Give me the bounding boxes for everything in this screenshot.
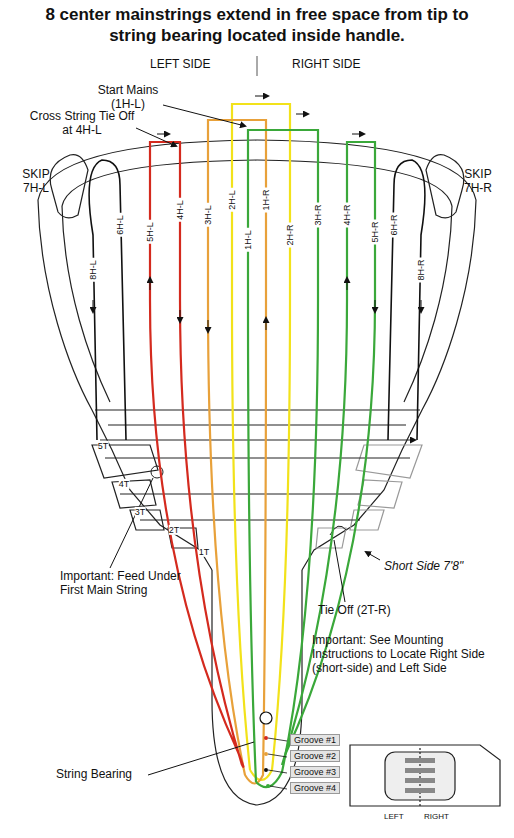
groove-label: Groove #4 (290, 782, 340, 794)
side-label: LEFT SIDE (150, 58, 210, 72)
callout-note: String Bearing (56, 768, 132, 782)
hole-label: 4H-L (175, 198, 185, 222)
callout-note: Short Side 7'8" (384, 560, 463, 574)
hole-label: 5H-R (370, 219, 380, 244)
hole-label: 5H-L (145, 220, 155, 244)
skip-label: SKIP 7H-L (14, 168, 58, 196)
hole-label: 2H-L (227, 188, 237, 212)
hole-label: 6H-L (115, 213, 125, 237)
groove-label: Groove #2 (290, 750, 340, 762)
hole-label: 8H-R (416, 257, 426, 282)
hole-label: 8H-L (88, 258, 98, 282)
hole-label: 6H-R (389, 212, 399, 237)
throat-hole-label: 1T (199, 547, 210, 557)
callout-note: Start Mains (1H-L) (92, 84, 164, 112)
groove-label: Groove #1 (290, 734, 340, 746)
side-label: RIGHT SIDE (292, 58, 360, 72)
important-note: Important: See Mounting Instructions to … (312, 634, 508, 675)
throat-hole-label: 2T (169, 525, 180, 535)
hole-label: 1H-L (243, 228, 253, 252)
diagram-title: 8 center mainstrings extend in free spac… (27, 4, 487, 47)
callout-note: Tie Off (2T-R) (318, 604, 391, 618)
inset-label: RIGHT (424, 812, 449, 821)
hole-label: 4H-R (342, 202, 352, 227)
callout-note: Cross String Tie Off at 4H-L (28, 110, 136, 138)
hole-label: 2H-R (285, 222, 295, 247)
throat-hole-label: 5T (98, 441, 109, 451)
throat-hole-label: 4T (119, 479, 130, 489)
groove-label: Groove #3 (290, 766, 340, 778)
inset-label: LEFT (384, 812, 404, 821)
important-note: Important: Feed Under First Main String (60, 570, 190, 598)
throat-hole-label: 3T (135, 507, 146, 517)
hole-label: 3H-L (203, 203, 213, 227)
hole-label: 1H-R (261, 187, 271, 212)
hole-label: 3H-R (313, 202, 323, 227)
skip-label: SKIP 7H-R (456, 168, 500, 196)
